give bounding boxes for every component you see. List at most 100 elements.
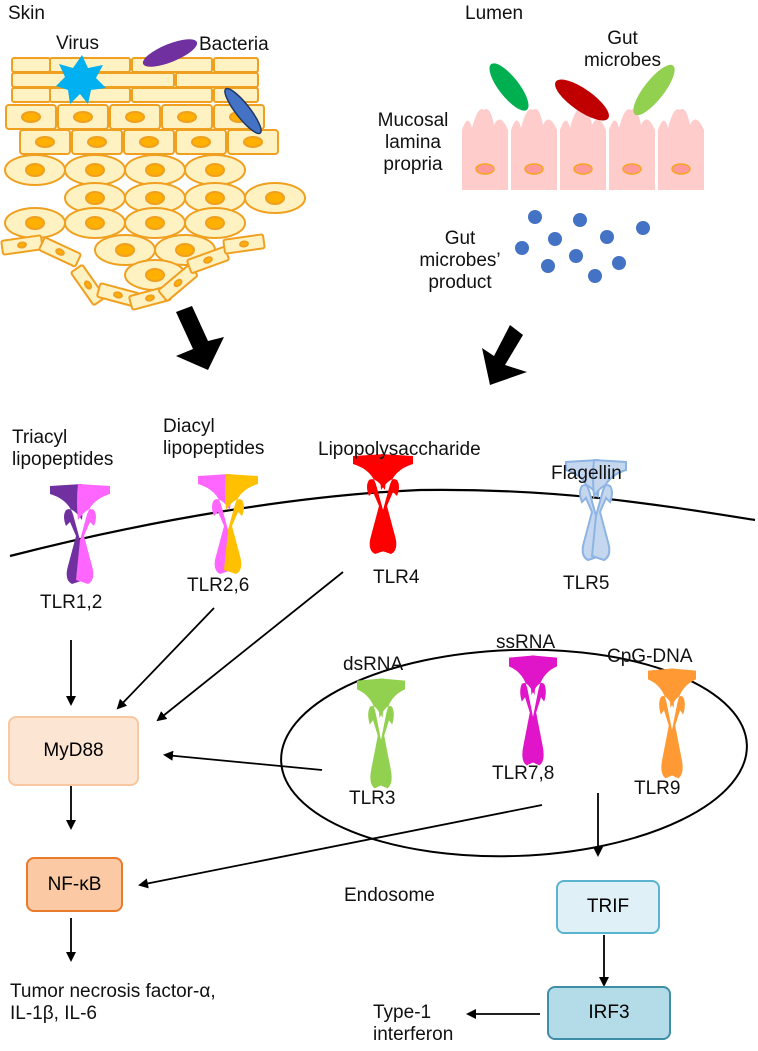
tlr12-label: TLR1,2 xyxy=(40,592,103,613)
gut-product-dot xyxy=(548,232,562,246)
skin-brick-cell xyxy=(11,57,51,73)
microbe-green-icon xyxy=(489,63,529,111)
tlr9-receptor-icon xyxy=(648,668,696,779)
product-line3: product xyxy=(428,272,492,293)
bacteria-purple-icon xyxy=(142,39,198,67)
lumen-label: Lumen xyxy=(465,3,524,24)
skin-cell-nucleus xyxy=(243,136,263,148)
mucosal-label: Mucosal lamina propria xyxy=(368,110,458,176)
skin-cell-nucleus xyxy=(145,216,165,230)
gut-product-dot xyxy=(541,259,555,273)
skin-brick-cell xyxy=(131,87,213,103)
microbe-red-icon xyxy=(555,79,609,121)
endosome-label: Endosome xyxy=(344,885,435,906)
gut-product-dots xyxy=(515,210,650,283)
gut-cell-nucleus xyxy=(573,163,593,175)
gut-cell-nucleus xyxy=(671,163,691,175)
tlr-right-subunit xyxy=(590,458,627,562)
tlr3-receptor-icon xyxy=(357,678,405,789)
basal-cell xyxy=(222,233,266,255)
skin-cell-nucleus xyxy=(191,136,211,148)
mucosal-line2: lamina xyxy=(385,132,441,153)
interferon-line2: interferon xyxy=(373,1024,454,1045)
skin-cell-nucleus xyxy=(25,163,45,177)
skin-cell-nucleus xyxy=(85,163,105,177)
basal-cell-nucleus xyxy=(113,291,123,299)
nfkb-box: NF-κB xyxy=(26,857,123,912)
gut-product-label: Gut microbes’ product xyxy=(410,228,510,294)
arrow-endosome-to-nfkb xyxy=(138,804,543,889)
skin-brick-cell xyxy=(11,87,51,103)
ligand-dsrna-label: dsRNA xyxy=(343,654,404,675)
microbe-lime-icon xyxy=(633,64,675,116)
tlr-left-subunit xyxy=(353,454,387,554)
gut-product-dot xyxy=(612,256,626,270)
basal-cell-nucleus xyxy=(83,280,93,290)
tlr-left-subunit xyxy=(565,458,602,562)
mucosal-line3: propria xyxy=(383,154,443,175)
arrow-tlr26-to-myd88 xyxy=(116,607,215,710)
tlr5-receptor-icon xyxy=(565,458,627,562)
gut-epithelium xyxy=(462,109,704,190)
skin-cell-nucleus xyxy=(205,191,225,205)
skin-cell-nucleus xyxy=(21,111,41,123)
skin-cell-nucleus xyxy=(73,111,93,123)
tlr-left-subunit xyxy=(50,484,84,584)
signaling-arrows xyxy=(66,571,609,1019)
ligand-cpg-label: CpG-DNA xyxy=(607,646,693,667)
myd88-box: MyD88 xyxy=(8,716,139,786)
gut-cell-nucleus xyxy=(475,163,495,175)
tlr-left-subunit xyxy=(198,474,232,574)
arrow-tlr3-to-myd88 xyxy=(163,750,323,771)
tlr4-label: TLR4 xyxy=(373,567,420,588)
skin-tissue xyxy=(0,57,306,311)
tlr-left-subunit xyxy=(648,668,676,779)
skin-to-receptors-arrow xyxy=(176,306,224,370)
tlr12-receptor-icon xyxy=(50,484,110,584)
basal-cell-nucleus xyxy=(203,256,213,264)
skin-cell-nucleus xyxy=(35,136,55,148)
skin-cell-nucleus xyxy=(205,216,225,230)
product-line2: microbes’ xyxy=(419,250,501,271)
skin-cell-nucleus xyxy=(85,216,105,230)
irf3-box: IRF3 xyxy=(547,986,671,1040)
skin-cell-nucleus xyxy=(145,268,165,282)
cytokines-label: Tumor necrosis factor-α, IL-1β, IL-6 xyxy=(10,981,216,1025)
skin-cell-nucleus xyxy=(87,136,107,148)
skin-cell-nucleus xyxy=(85,191,105,205)
ligand-line1: Diacyl xyxy=(163,416,215,437)
tlr26-receptor-icon xyxy=(198,474,258,574)
ligand-line1: Triacyl xyxy=(12,427,68,448)
skin-brick-cell xyxy=(213,57,259,73)
plasma-membrane xyxy=(9,488,756,558)
gut-epithelial-cell xyxy=(511,109,557,190)
virus-icon xyxy=(56,55,106,104)
skin-cell-nucleus xyxy=(177,111,197,123)
tlr-right-subunit xyxy=(668,668,696,779)
ligand-line2: lipopeptides xyxy=(163,438,265,459)
basal-cell-nucleus xyxy=(173,278,183,288)
mucosal-line1: Mucosal xyxy=(377,110,449,131)
skin-cell-nucleus xyxy=(139,136,159,148)
basal-cell-nucleus xyxy=(17,241,27,249)
ligand-lps-label: Lipopolysaccharide xyxy=(318,439,481,460)
cytokines-line1: Tumor necrosis factor-α, xyxy=(10,981,216,1002)
basal-cell xyxy=(0,234,44,256)
gut-product-dot xyxy=(569,249,583,263)
tlr9-label: TLR9 xyxy=(634,778,681,799)
bacteria-label: Bacteria xyxy=(199,34,269,55)
tlr78-receptor-icon xyxy=(509,655,557,766)
skin-cell-nucleus xyxy=(265,191,285,205)
basal-cell xyxy=(38,236,82,268)
basal-cell-nucleus xyxy=(55,248,65,256)
gut-epithelial-cell xyxy=(609,109,655,190)
tlr-right-subunit xyxy=(377,678,405,789)
gut-product-dot xyxy=(636,221,650,235)
gut-product-dot xyxy=(573,213,587,227)
gut-product-dot xyxy=(528,210,542,224)
arrow-tlr4-to-myd88 xyxy=(156,571,344,722)
tlr78-label: TLR7,8 xyxy=(492,763,555,784)
ligand-flagellin-label: Flagellin xyxy=(551,463,622,484)
tlr-right-subunit xyxy=(529,655,557,766)
